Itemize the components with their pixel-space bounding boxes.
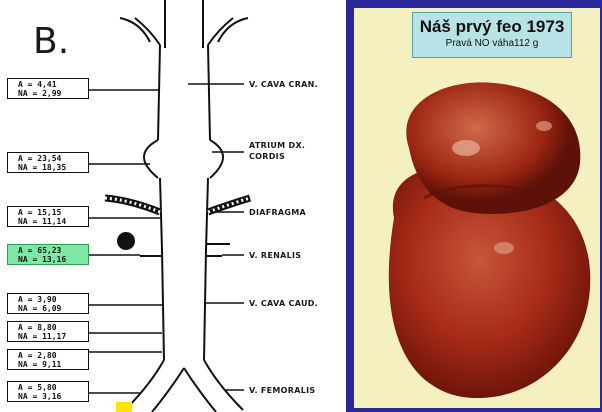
value-box-3: A = 15,15 NA = 11,14 (7, 206, 89, 227)
renal-vein-right (206, 244, 230, 256)
tumor-highlight-2 (494, 242, 514, 254)
vena-cava-lower (160, 178, 208, 360)
value-na: NA = 6,09 (18, 304, 88, 313)
value-na: NA = 11,17 (18, 332, 88, 341)
cranial-vein-top (165, 0, 203, 48)
value-box-8: A = 5,80 NA = 3,16 (7, 381, 89, 402)
label-diafragma: DIAFRAGMA (249, 208, 306, 217)
tumor-dot (117, 232, 135, 250)
value-box-6: A = 8,80 NA = 11,17 (7, 321, 89, 342)
value-na: NA = 9,11 (18, 360, 88, 369)
diaphragm-left (105, 198, 160, 212)
tumor-specimen-image (354, 8, 600, 408)
label-vena-femoralis: V. FEMORALIS (249, 386, 315, 395)
value-a: A = 15,15 (18, 208, 88, 217)
right-atrium (144, 140, 223, 178)
label-vena-cava-caudalis: V. CAVA CAUD. (249, 299, 318, 308)
specimen-subtitle: Pravá NO váha112 g (413, 38, 571, 49)
value-na: NA = 11,14 (18, 217, 88, 226)
label-vena-cava-cranialis: V. CAVA CRAN. (249, 80, 318, 89)
right-leader-lines (188, 84, 244, 390)
value-box-1: A = 4,41 NA = 2,99 (7, 78, 89, 99)
value-a: A = 2,80 (18, 351, 88, 360)
value-a: A = 4,41 (18, 80, 88, 89)
value-na: NA = 18,35 (18, 163, 88, 172)
panel-label: B. (33, 24, 69, 60)
value-a: A = 8,80 (18, 323, 88, 332)
value-a: A = 65,23 (18, 246, 88, 255)
specimen-photo-frame: Náš prvý feo 1973 Pravá NO váha112 g (346, 0, 602, 412)
label-vena-renalis: V. RENALIS (249, 251, 301, 260)
specimen-title: Náš prvý feo 1973 (413, 13, 571, 37)
yellow-marker (116, 402, 132, 412)
value-box-4-highlighted: A = 65,23 NA = 13,16 (7, 244, 89, 265)
tumor-highlight-1 (452, 140, 480, 156)
value-na: NA = 3,16 (18, 392, 88, 401)
value-box-7: A = 2,80 NA = 9,11 (7, 349, 89, 370)
venous-sampling-diagram: B. V. CAVA CRAN. ATRIUM DX. CORDIS DIAFR… (0, 0, 346, 412)
specimen-caption-box: Náš prvý feo 1973 Pravá NO váha112 g (412, 12, 572, 58)
label-atrium: ATRIUM DX. (249, 141, 305, 150)
value-na: NA = 13,16 (18, 255, 88, 264)
cranial-vein-arch (120, 18, 248, 45)
specimen-photo: Náš prvý feo 1973 Pravá NO váha112 g (354, 8, 600, 408)
value-a: A = 5,80 (18, 383, 88, 392)
value-a: A = 3,90 (18, 295, 88, 304)
value-box-5: A = 3,90 NA = 6,09 (7, 293, 89, 314)
value-na: NA = 2,99 (18, 89, 88, 98)
label-cordis: CORDIS (249, 152, 285, 161)
value-a: A = 23,54 (18, 154, 88, 163)
tumor-highlight-3 (536, 121, 552, 131)
vena-cava-upper (158, 45, 210, 140)
value-box-2: A = 23,54 NA = 18,35 (7, 152, 89, 173)
iliac-bifurcation (125, 360, 243, 412)
